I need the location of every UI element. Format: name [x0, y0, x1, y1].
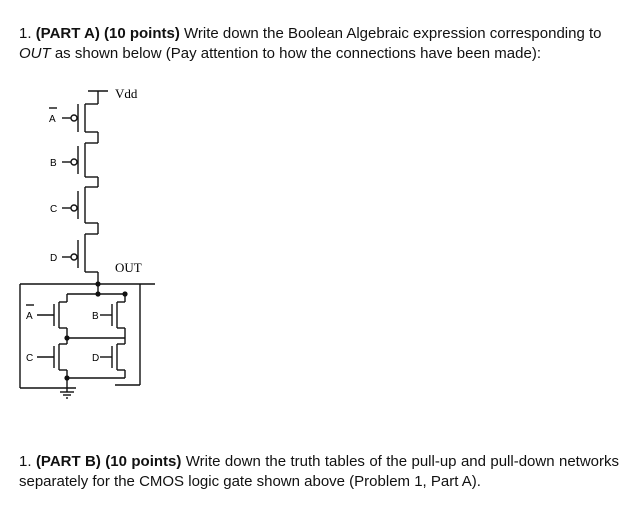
part-b-heading: (PART B) (10 points) [35, 453, 182, 470]
part-a-text-1: Write down the Boolean Algebraic express… [184, 25, 602, 42]
nmos-b-label: B [92, 311, 99, 322]
part-a-text-2: as shown below (Pay attention to how the… [54, 45, 541, 62]
part-a-number: 1. [19, 25, 32, 42]
part-b-question: 1. (PART B) (10 points) Write down the t… [19, 452, 619, 492]
part-a-heading: (PART A) (10 points) [35, 25, 180, 42]
part-a-out: OUT [19, 45, 51, 62]
part-a-question: 1. (PART A) (10 points) Write down the B… [19, 24, 619, 64]
vdd-label: Vdd [115, 86, 138, 101]
part-b-number: 1. [19, 453, 32, 470]
pmos-d-label: D [50, 253, 57, 264]
nmos-a-label: A [26, 311, 33, 322]
nmos-c-label: C [26, 353, 33, 364]
pmos-c-label: C [50, 204, 57, 215]
part-b-text: Write down the truth tables of the pull-… [19, 453, 620, 490]
pmos-a-label: A [49, 114, 56, 125]
nmos-d-label: D [92, 353, 99, 364]
out-label: OUT [115, 260, 142, 275]
pmos-b-label: B [50, 158, 57, 169]
